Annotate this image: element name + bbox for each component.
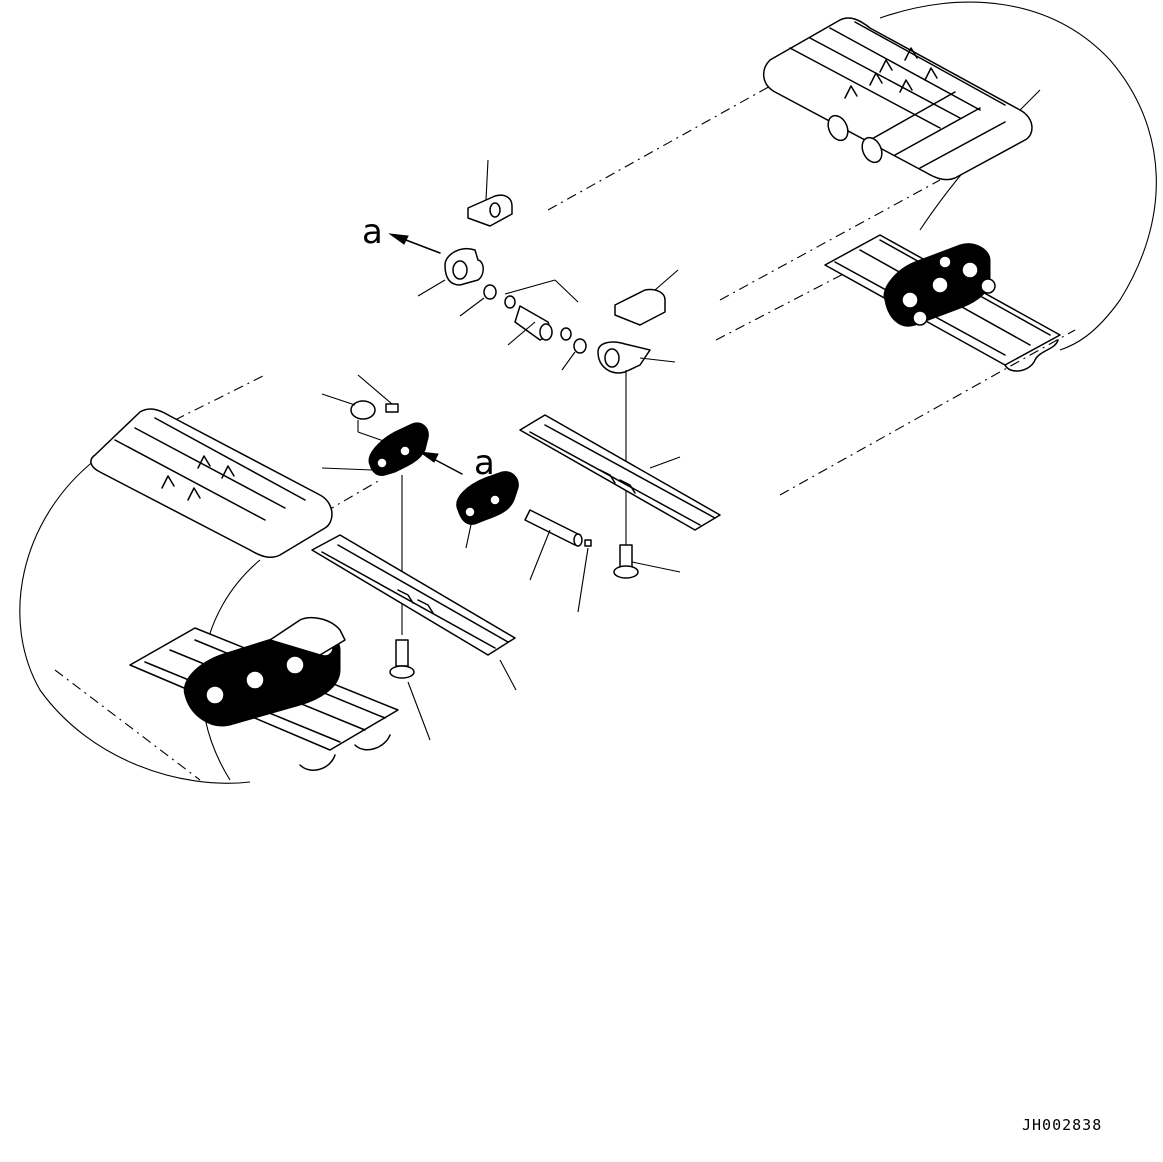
lower-left-shoe-group — [90, 408, 333, 558]
pin-bushing-set — [459, 279, 587, 371]
link-left — [321, 420, 429, 635]
phantom-line-5 — [174, 374, 266, 421]
view-arrow-upper: a — [362, 212, 441, 254]
lower-left-chain-group — [129, 617, 399, 771]
link-upper-left — [417, 248, 484, 297]
master-link-right — [614, 269, 679, 326]
view-label-lower: a — [474, 443, 495, 483]
master-pin — [524, 509, 592, 613]
phantom-line-7 — [54, 669, 201, 781]
phantom-line-4 — [779, 329, 1076, 496]
track-loop-upper-right — [879, 1, 1157, 351]
upper-right-chain-group — [824, 234, 1061, 372]
drawing-code: JH002838 — [1022, 1116, 1102, 1134]
shoe-plate-middle — [519, 414, 721, 531]
view-arrow-lower: a — [418, 443, 495, 483]
track-loop-lower-left — [19, 459, 251, 784]
upper-right-shoe-group — [763, 17, 1033, 181]
phantom-line-1 — [547, 74, 791, 211]
phantom-line-3 — [715, 254, 881, 341]
link-centre — [456, 471, 519, 549]
master-link-upper — [467, 159, 513, 227]
view-label-upper: a — [362, 212, 383, 252]
track-outline — [19, 1, 1157, 784]
shoe-bolt-lower — [389, 639, 431, 741]
nut-and-screw-left — [321, 374, 399, 420]
link-right — [597, 341, 676, 545]
shoe-plate-lower — [311, 534, 517, 691]
phantom-line-6 — [324, 479, 381, 513]
shoe-bolt-right — [613, 544, 681, 579]
phantom-line-2 — [719, 179, 941, 301]
